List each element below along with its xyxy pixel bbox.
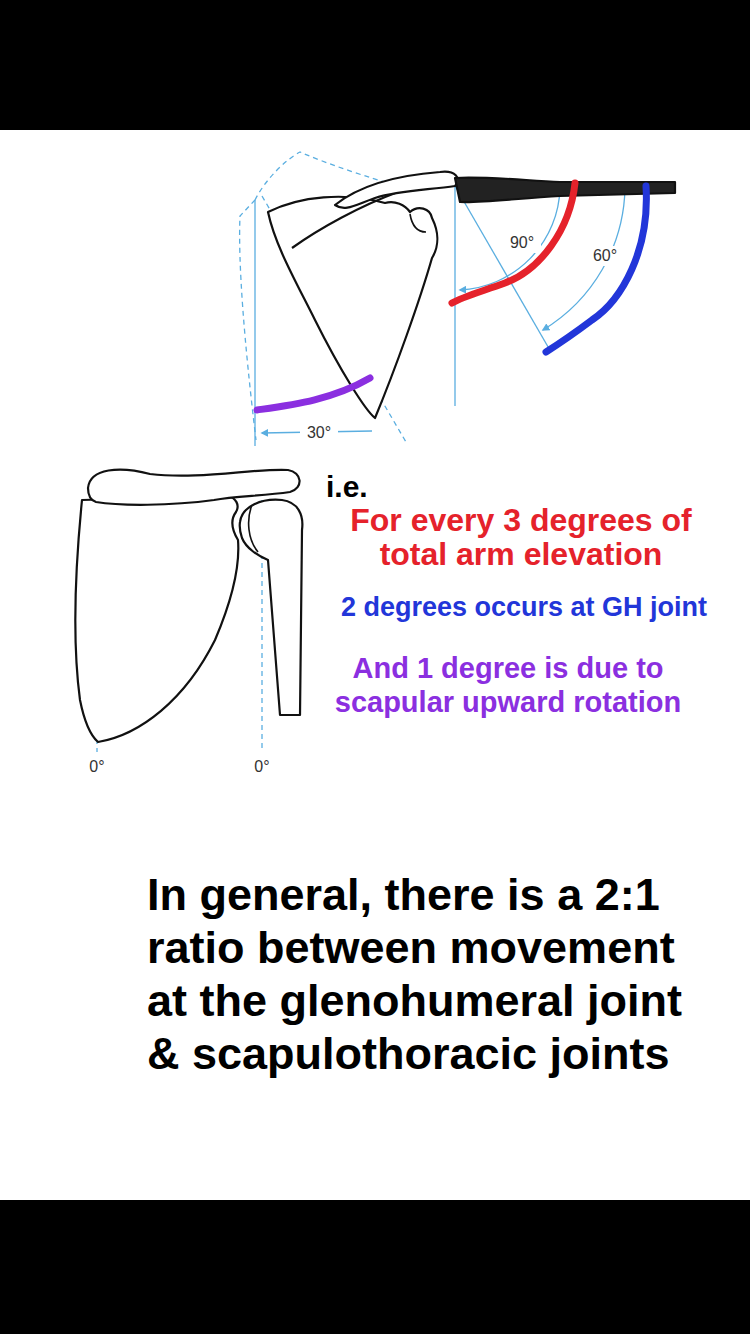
rest-shoulder — [76, 470, 303, 742]
angle-label: 90° — [503, 233, 541, 253]
bottom-bar — [0, 1200, 750, 1334]
glenohumeral-curve — [546, 186, 646, 352]
total-elevation-note: For every 3 degrees of total arm elevati… — [336, 503, 706, 571]
scapular-note: And 1 degree is due to scapular upward r… — [318, 651, 698, 719]
angle-label: 0° — [245, 757, 279, 777]
angle-label: 0° — [80, 757, 114, 777]
reference-lines — [240, 152, 680, 446]
humerus — [240, 500, 303, 715]
raised-shoulder — [268, 172, 675, 418]
sixty-degree-line — [455, 186, 551, 352]
scapular-rotation-curve — [257, 378, 370, 410]
rest-scapula-outline — [240, 200, 256, 440]
glenohumeral-note: 2 degrees occurs at GH joint — [324, 591, 724, 623]
angle-label: 60° — [586, 246, 624, 266]
clavicle — [335, 172, 458, 208]
angle-label: 30° — [300, 423, 338, 443]
glenoid — [249, 505, 258, 552]
coracoid — [410, 214, 426, 232]
humerus — [455, 177, 675, 202]
angle-arc — [460, 188, 560, 290]
vertical-reference — [454, 180, 455, 406]
intro-text: i.e. — [326, 469, 406, 505]
angle-arc — [543, 188, 625, 330]
total-elevation-curve — [452, 183, 575, 303]
summary-caption: In general, there is a 2:1 ratio between… — [147, 868, 707, 1080]
top-bar — [0, 0, 750, 130]
scapula — [76, 496, 239, 742]
